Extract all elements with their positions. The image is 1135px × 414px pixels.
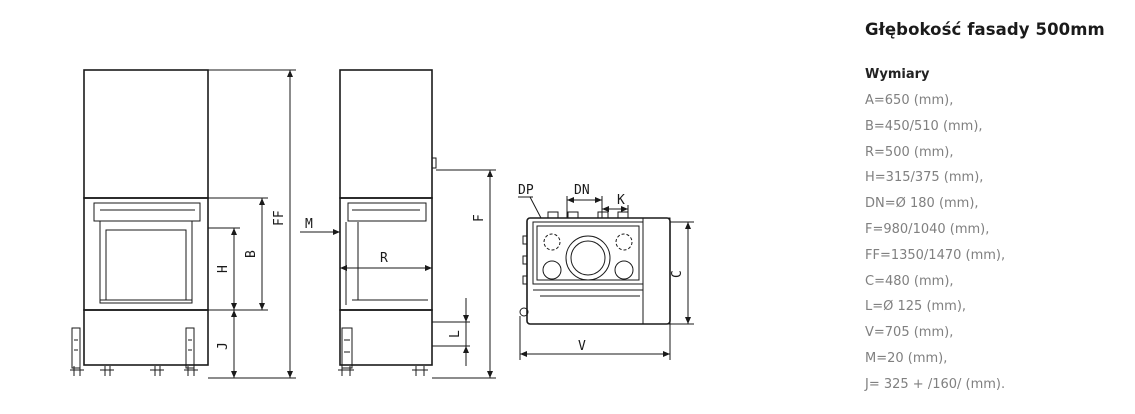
dimension-item: A=650 (mm),	[865, 93, 954, 108]
top-knob	[519, 307, 529, 317]
dimensions-heading: Wymiary	[865, 67, 930, 82]
front-glass-door	[99, 220, 193, 304]
dimension-item: H=315/375 (mm),	[865, 170, 984, 186]
dimension-item: C=480 (mm),	[865, 273, 954, 289]
front-leg-left	[71, 327, 81, 369]
dimension-item: F=980/1040 (mm),	[865, 221, 990, 237]
top-flue-outlet	[565, 235, 611, 281]
spec-panel: Głębokość fasady 500mm Wymiary A=650 (mm…	[865, 20, 1125, 398]
dimensions-list: A=650 (mm), B=450/510 (mm), R=500 (mm), …	[865, 88, 1125, 398]
label-l: L	[448, 330, 463, 338]
top-view: DP DN K C V	[518, 183, 694, 360]
side-view: M R F L	[300, 69, 496, 379]
front-hood	[83, 69, 209, 199]
label-f: F	[472, 214, 487, 222]
front-top-lintel	[93, 202, 201, 222]
label-dp: DP	[518, 183, 534, 198]
dimension-item: V=705 (mm),	[865, 325, 954, 341]
dimension-item: R=500 (mm),	[865, 144, 954, 160]
label-r: R	[380, 251, 388, 266]
front-body	[83, 197, 209, 311]
label-c: C	[670, 270, 685, 278]
dimension-item: B=450/510 (mm),	[865, 118, 983, 134]
label-v: V	[578, 339, 586, 354]
side-base	[339, 309, 433, 366]
front-leg-right	[185, 327, 195, 369]
front-view: FF B H J	[70, 69, 296, 379]
dimension-item: FF=1350/1470 (mm),	[865, 247, 1006, 263]
side-leg	[341, 327, 353, 369]
label-j: J	[216, 342, 231, 350]
dimension-item: L=Ø 125 (mm),	[865, 299, 967, 315]
label-m: M	[305, 217, 313, 232]
label-dn: DN	[574, 183, 590, 198]
dimension-item: DN=Ø 180 (mm),	[865, 196, 979, 212]
front-base	[83, 309, 209, 366]
technical-drawing: FF B H J	[70, 69, 694, 379]
label-b: B	[244, 250, 259, 258]
dimension-item: M=20 (mm),	[865, 350, 948, 366]
panel-title: Głębokość fasady 500mm	[865, 20, 1105, 39]
dimension-item: J= 325 + /160/ (mm).	[865, 376, 1006, 392]
label-h: H	[216, 265, 231, 273]
label-k: K	[617, 193, 625, 208]
label-ff: FF	[272, 210, 287, 226]
side-hood	[339, 69, 433, 199]
